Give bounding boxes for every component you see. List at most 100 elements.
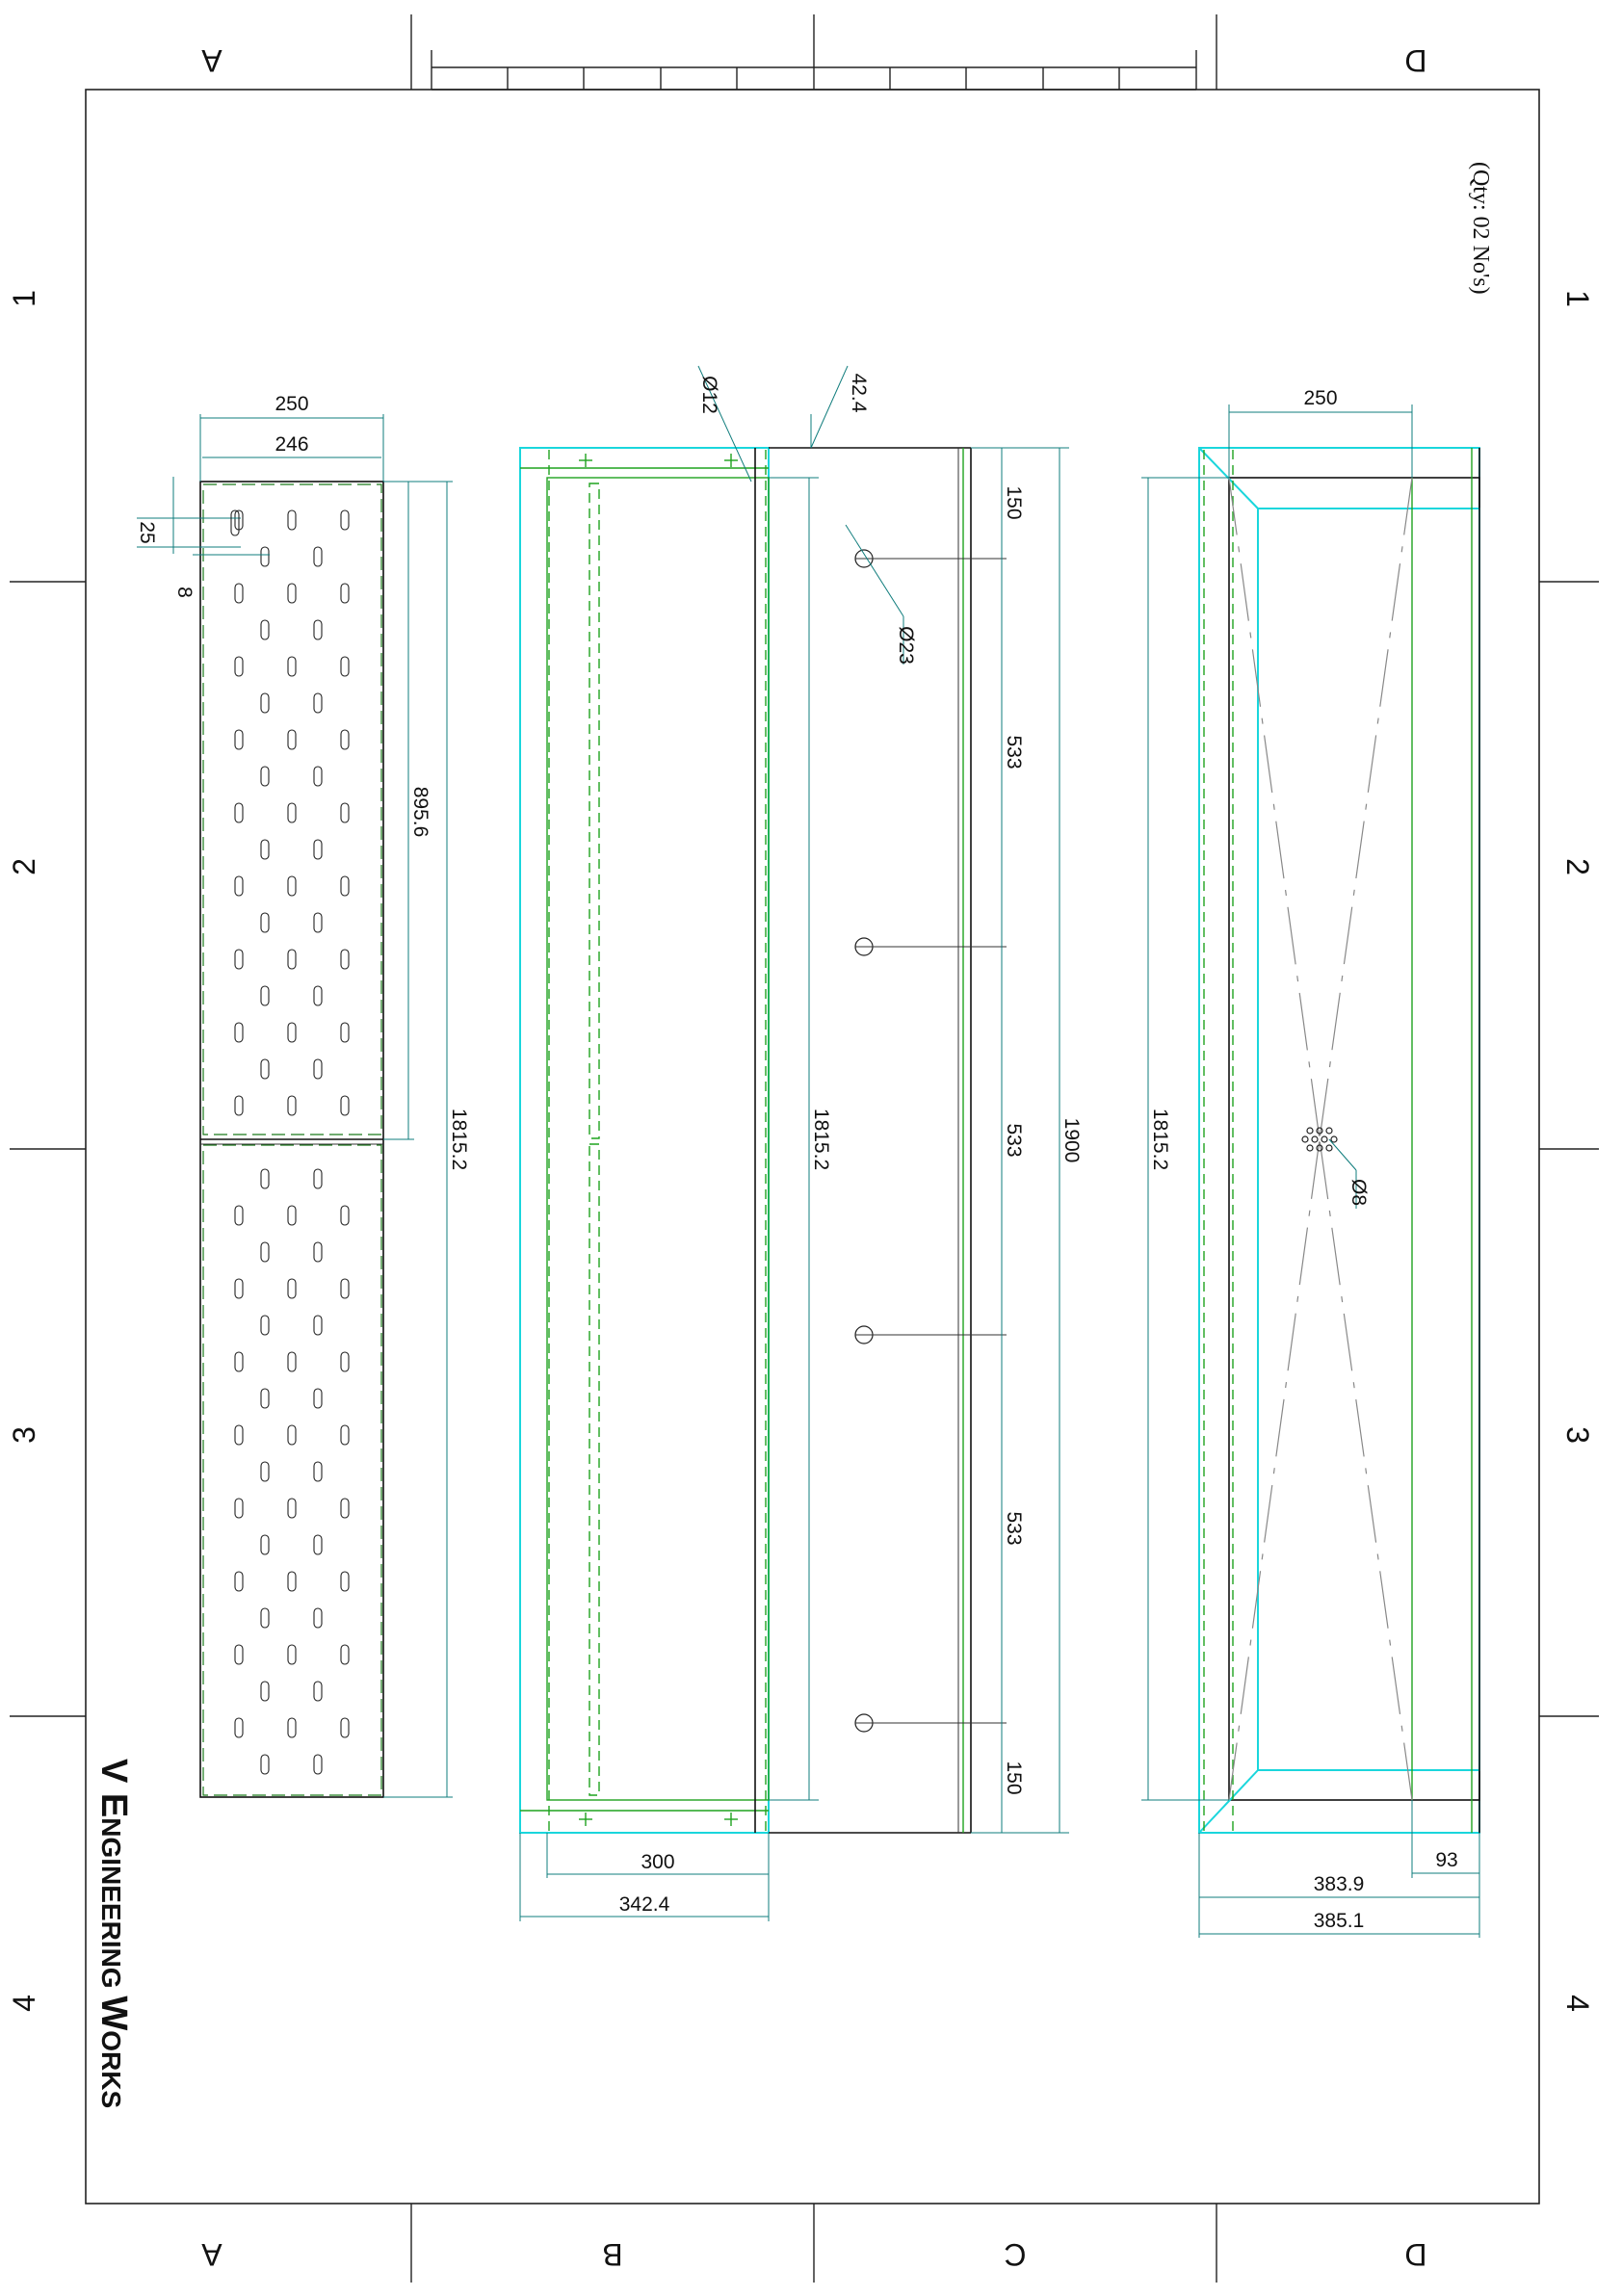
perforation-slot bbox=[260, 1534, 270, 1555]
perforation-slot bbox=[340, 509, 350, 531]
svg-text:V ENGINEERING WORKS: V ENGINEERING WORKS bbox=[93, 1759, 134, 2108]
perforation-slot bbox=[340, 949, 350, 970]
perforation-slot bbox=[287, 1095, 297, 1116]
perforation-slot bbox=[313, 1168, 323, 1189]
dim-pitch-1: 533 bbox=[1003, 735, 1025, 769]
perforation-slot bbox=[234, 1278, 244, 1299]
perforation-slot bbox=[340, 1571, 350, 1592]
perforation-slot bbox=[234, 1205, 244, 1226]
perforation-slot bbox=[234, 802, 244, 823]
perforation-slot bbox=[260, 766, 270, 787]
dim-inner-width-300: 300 bbox=[641, 1851, 674, 1873]
perforation-slot bbox=[340, 875, 350, 897]
perforation-slot bbox=[287, 1278, 297, 1299]
dim-pin-dia: Ø12 bbox=[698, 376, 720, 414]
view-middle-side-elevation: Ø23 Ø12 42.4 1815.2 150 533 533 533 150 … bbox=[519, 365, 1083, 1921]
dim-width-a: 383.9 bbox=[1314, 1873, 1365, 1895]
dim-drain-dia: Ø8 bbox=[1347, 1179, 1370, 1206]
zone-row-left-2: 2 bbox=[7, 858, 41, 875]
perforation-slot bbox=[313, 985, 323, 1006]
perforation-slot bbox=[260, 546, 270, 567]
perforation-slot bbox=[287, 1205, 297, 1226]
perforation-slot bbox=[340, 802, 350, 823]
zone-row-right-2: 2 bbox=[1560, 858, 1595, 875]
perforation-slot bbox=[234, 656, 244, 677]
perforation-slot bbox=[340, 583, 350, 604]
perforation-slot bbox=[340, 1498, 350, 1519]
dim-pitch-end-bottom: 150 bbox=[1003, 1761, 1025, 1794]
mounting-holes bbox=[854, 549, 1007, 1733]
perforation-slot bbox=[234, 1424, 244, 1446]
zone-col-bottom-4: D bbox=[1404, 2237, 1426, 2272]
perforation-slot bbox=[313, 1607, 323, 1629]
perforation-slot bbox=[260, 1058, 270, 1080]
perforation-slot bbox=[340, 1424, 350, 1446]
perforation-slot bbox=[340, 1022, 350, 1043]
dim-pitch-end-top: 150 bbox=[1003, 485, 1025, 519]
dim-top-width: 250 bbox=[1303, 387, 1337, 409]
perforation-slot bbox=[340, 656, 350, 677]
dim-slot-width: 8 bbox=[173, 587, 196, 598]
dim-inner-width: 246 bbox=[275, 433, 308, 456]
perforation-slot bbox=[234, 949, 244, 970]
dim-hole-dia: Ø23 bbox=[895, 626, 917, 665]
perforation-slot bbox=[260, 1461, 270, 1482]
perforation-slot bbox=[287, 802, 297, 823]
perforation-slot bbox=[313, 1754, 323, 1775]
view-left-perforated-tray: 250 246 25 8 895.6 1815.2 bbox=[136, 393, 470, 1798]
perforation-slot bbox=[313, 839, 323, 860]
perforation-slot bbox=[234, 875, 244, 897]
dim-width-b: 385.1 bbox=[1314, 1910, 1365, 1932]
dim-lip: 93 bbox=[1435, 1849, 1457, 1871]
dim-outer-width-342: 342.4 bbox=[619, 1893, 670, 1916]
dim-pitch-3: 533 bbox=[1003, 1511, 1025, 1545]
zone-row-left-1: 1 bbox=[7, 290, 41, 307]
perforation-slot bbox=[260, 1607, 270, 1629]
perforation-slot bbox=[287, 1424, 297, 1446]
perforation-slot bbox=[313, 1241, 323, 1263]
dim-outer-width: 250 bbox=[275, 393, 308, 415]
zone-col-bottom-1: A bbox=[201, 2237, 222, 2272]
perforation-slot bbox=[234, 1571, 244, 1592]
perforation-slot bbox=[340, 1095, 350, 1116]
perforation-slot bbox=[340, 1717, 350, 1738]
zone-col-top-1: A bbox=[201, 43, 222, 78]
perforation-slot bbox=[234, 1717, 244, 1738]
perforation-slot bbox=[260, 619, 270, 640]
perforation-slot bbox=[260, 1168, 270, 1189]
dim-right-length: 1815.2 bbox=[1149, 1109, 1171, 1170]
perforation-slot bbox=[313, 692, 323, 714]
view-right-top-view: Ø8 250 1815.2 93 383.9 385.1 bbox=[1141, 387, 1480, 1938]
perforation-slot bbox=[234, 1095, 244, 1116]
dim-overall: 1900 bbox=[1060, 1118, 1083, 1163]
perforation-slot bbox=[313, 619, 323, 640]
perforation-slot bbox=[260, 1315, 270, 1336]
perforation-slot bbox=[340, 1351, 350, 1372]
perforation-slot bbox=[260, 839, 270, 860]
drain-holes bbox=[1301, 1127, 1338, 1152]
perforation-slot bbox=[313, 1461, 323, 1482]
perforation-slot bbox=[313, 1058, 323, 1080]
scale-bar bbox=[431, 50, 1197, 91]
perforation-slot bbox=[313, 546, 323, 567]
zone-row-right-4: 4 bbox=[1560, 1995, 1595, 2012]
zone-col-top-4: D bbox=[1404, 43, 1426, 78]
perforation-slot bbox=[260, 1388, 270, 1409]
company-brand: V ENGINEERING WORKS bbox=[93, 1759, 134, 2108]
perforation-slot bbox=[340, 1278, 350, 1299]
perforation-slot bbox=[234, 583, 244, 604]
perforation-slot bbox=[287, 875, 297, 897]
zone-row-left-4: 4 bbox=[7, 1995, 41, 2012]
perforation-slots bbox=[234, 509, 350, 1775]
perforation-slot bbox=[260, 1681, 270, 1702]
perforation-slot bbox=[340, 1644, 350, 1665]
perforation-slot bbox=[287, 1571, 297, 1592]
perforation-slot bbox=[313, 766, 323, 787]
perforation-slot bbox=[234, 729, 244, 750]
perforation-slot bbox=[287, 1717, 297, 1738]
zone-row-right-3: 3 bbox=[1560, 1426, 1595, 1444]
perforation-slot bbox=[313, 1388, 323, 1409]
perforation-slot bbox=[287, 949, 297, 970]
perforation-slot bbox=[260, 1241, 270, 1263]
perforation-slot bbox=[287, 1351, 297, 1372]
